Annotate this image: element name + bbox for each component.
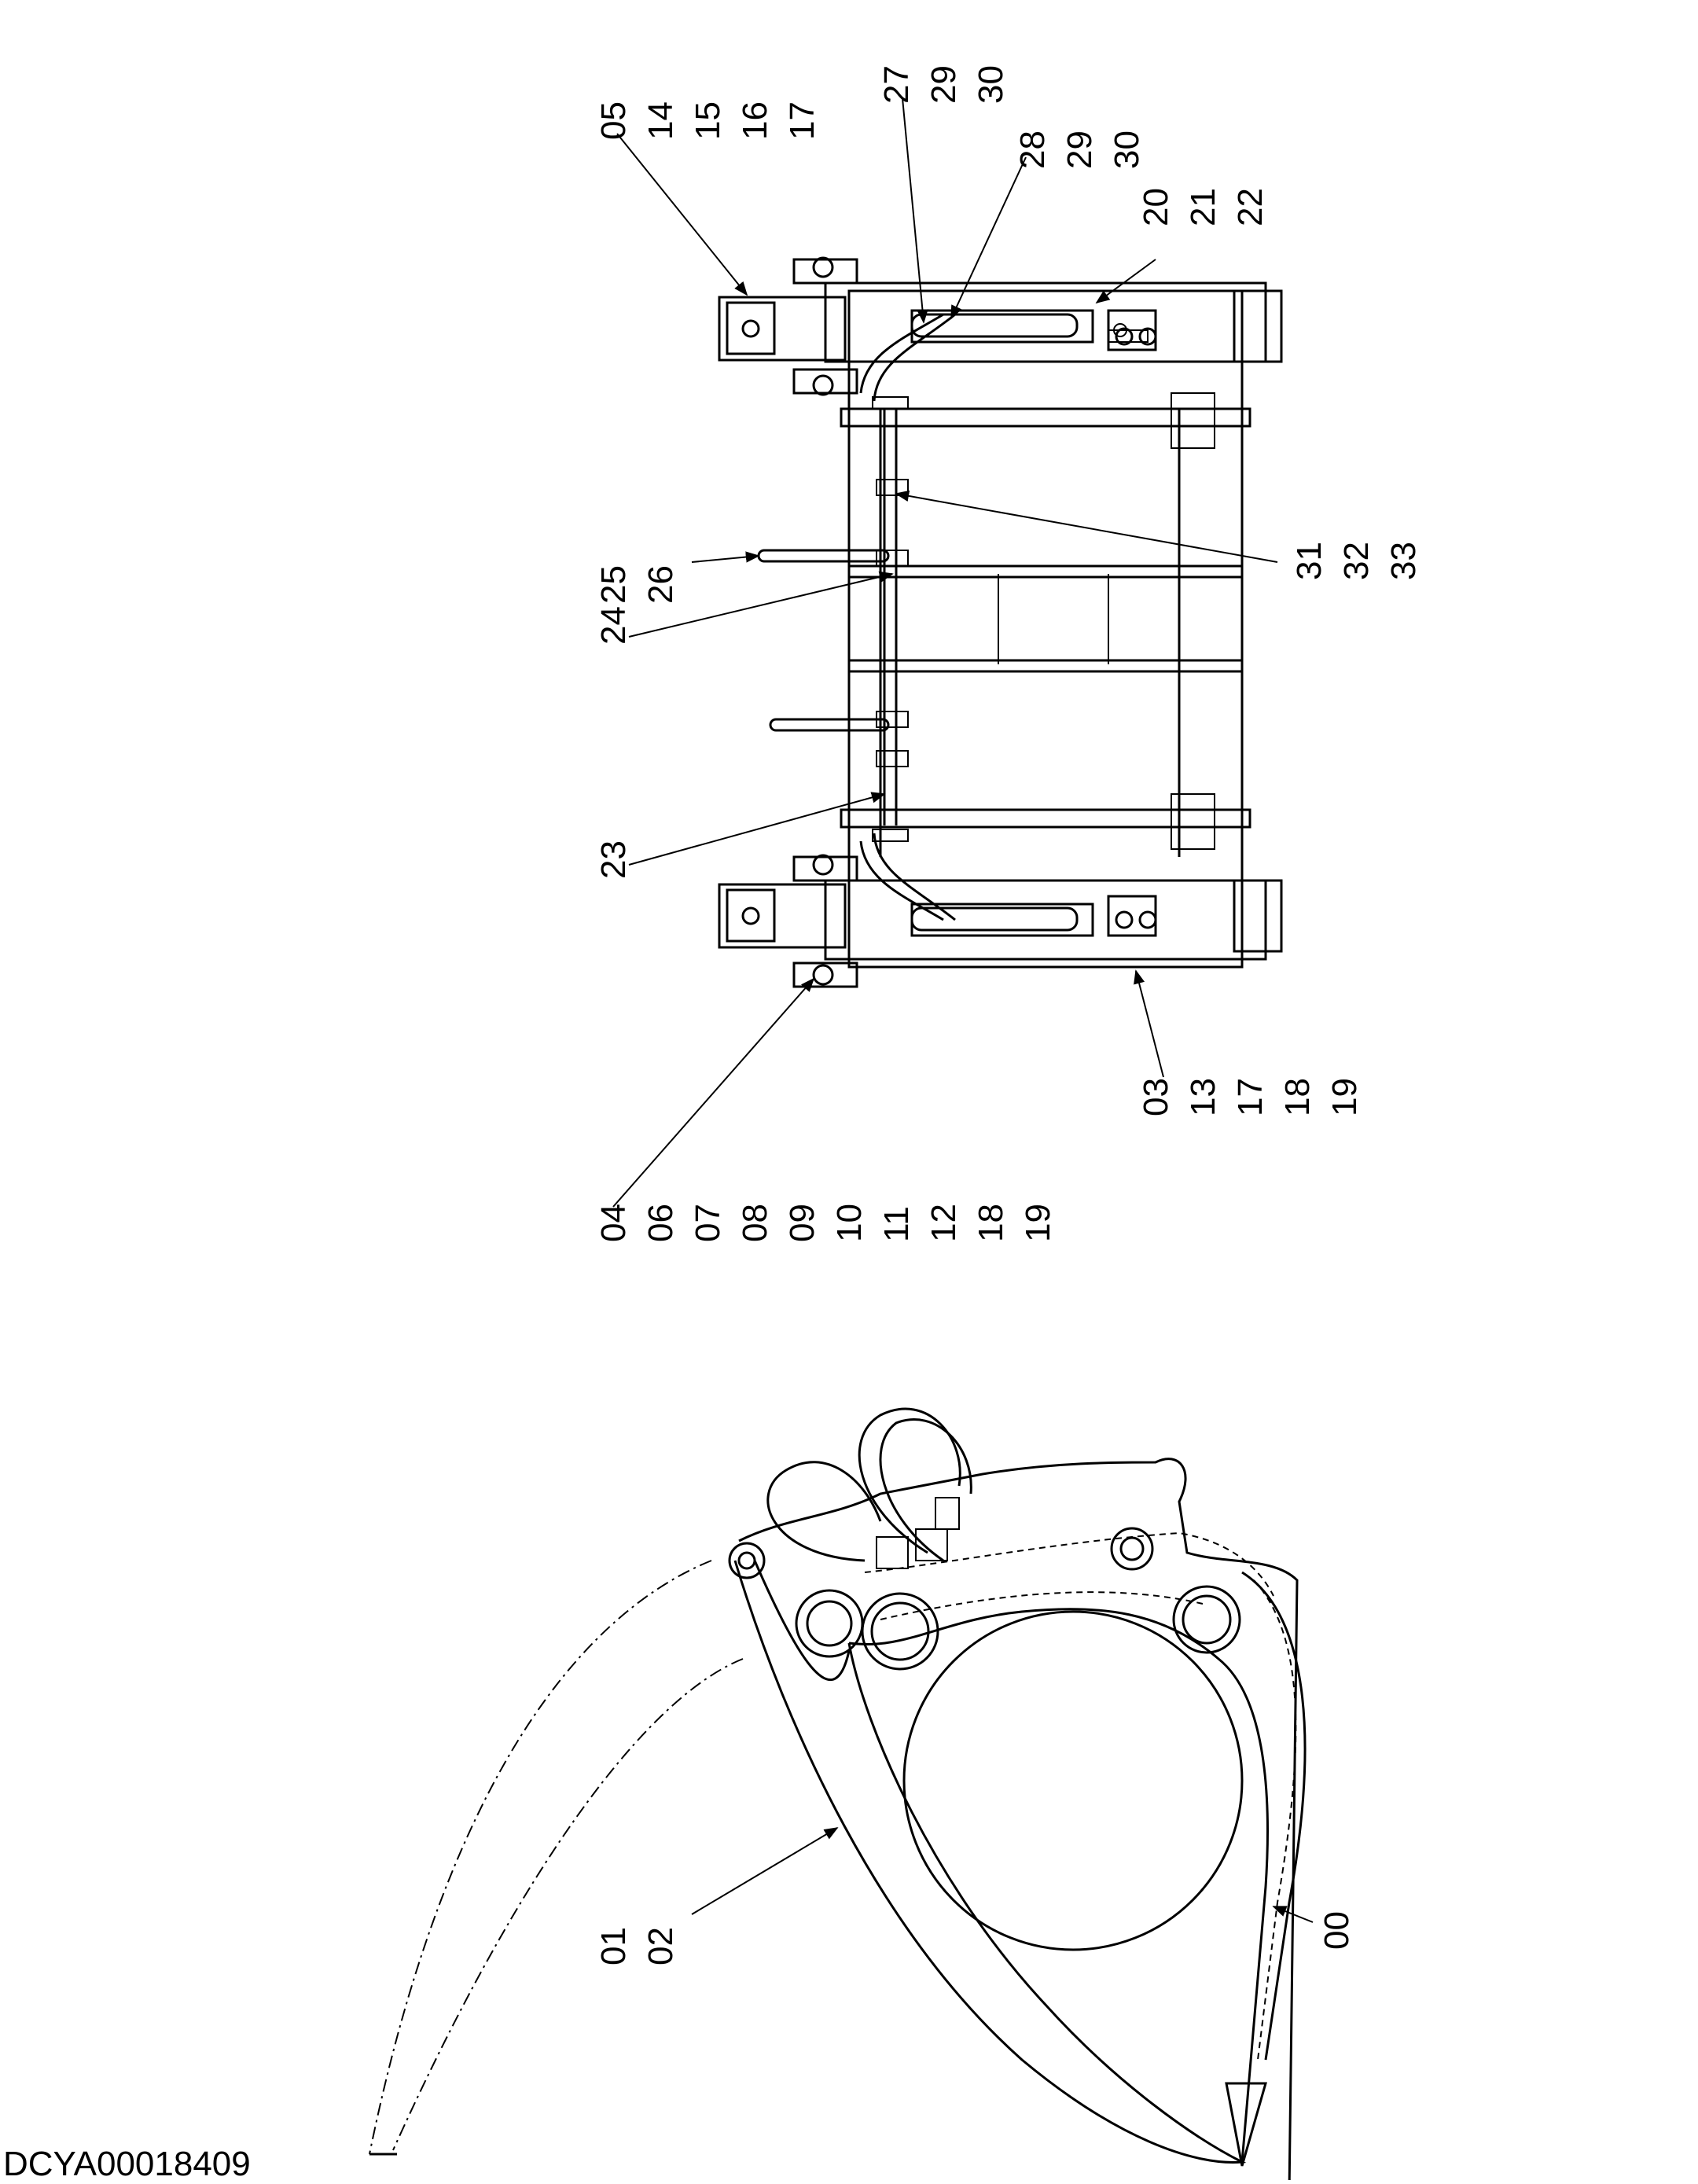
callout-num: 19: [1325, 1078, 1364, 1116]
cross-member: [840, 407, 1251, 428]
callout-num: 13: [1184, 1078, 1222, 1116]
callout-num: 22: [1231, 188, 1270, 226]
callout-01: 01 02: [594, 1927, 680, 1965]
callout-num: 20: [1137, 188, 1175, 226]
pin: [1110, 1527, 1154, 1571]
callout-num: 23: [594, 840, 633, 879]
callout-num: 24: [594, 606, 633, 645]
callout-num: 07: [689, 1204, 727, 1242]
bottom-end-plate: [824, 879, 1267, 961]
callout-num: 03: [1137, 1078, 1175, 1116]
eye-bracket-top: [718, 296, 847, 362]
drum: [902, 1610, 1244, 1951]
callout-num: 18: [1278, 1078, 1317, 1116]
callout-num: 19: [1019, 1204, 1057, 1242]
callout-num: 10: [830, 1204, 869, 1242]
jaw-body: [733, 1560, 1247, 2164]
hose-bottom: [859, 840, 944, 921]
tine-inner: [392, 1658, 744, 2151]
cross-member: [847, 659, 1244, 673]
callout-num: 17: [783, 101, 821, 140]
side-view-assembly: [369, 1407, 1307, 2180]
callout-num: 09: [783, 1204, 821, 1242]
handle-bottom: [769, 718, 890, 732]
callout-num: 27: [877, 65, 916, 104]
callout-num: 11: [877, 1206, 916, 1242]
top-view-assembly: [718, 256, 1283, 988]
callout-num: 29: [1060, 131, 1099, 169]
callout-num: 05: [594, 101, 633, 140]
callout-num: 25: [594, 565, 633, 604]
callout-23: 23: [594, 840, 633, 879]
callout-num: 04: [594, 1204, 633, 1242]
callout-num: 18: [972, 1204, 1010, 1242]
cross-member: [840, 808, 1251, 829]
cross-member: [847, 564, 1244, 579]
callout-27: 27 29 30: [877, 65, 1010, 104]
callout-num: 17: [1231, 1078, 1270, 1116]
side-hose: [766, 1461, 882, 1562]
document-code: DCYA00018409: [3, 2145, 251, 2183]
callout-num: 29: [924, 65, 963, 104]
tine-outer: [369, 1560, 712, 2155]
callout-00: 00: [1318, 1911, 1356, 1950]
callout-05: 05 14 15 16 17: [594, 101, 821, 140]
callout-num: 21: [1184, 188, 1222, 226]
tip: [1225, 2082, 1267, 2167]
callout-num: 00: [1318, 1911, 1356, 1950]
hose-top: [859, 313, 944, 394]
pin: [728, 1542, 766, 1579]
cutting-edge: [1241, 1571, 1307, 2061]
callout-24: 24: [594, 606, 633, 645]
callout-num: 31: [1290, 542, 1329, 580]
pin: [861, 1592, 939, 1671]
top-end-plate: [824, 281, 1267, 363]
callout-num: 15: [689, 101, 727, 140]
pin: [1172, 1585, 1241, 1654]
upper-housing: [738, 1458, 1299, 2180]
callout-25: 25 26: [594, 565, 680, 604]
callout-num: 26: [641, 565, 680, 604]
callout-num: 14: [641, 101, 680, 140]
leader-lines: [612, 97, 1314, 1923]
callout-num: 12: [924, 1204, 963, 1242]
callout-num: 02: [641, 1927, 680, 1965]
handle-top: [757, 549, 890, 563]
callout-20: 20 21 22: [1137, 188, 1270, 226]
callout-num: 30: [972, 65, 1010, 104]
callout-num: 01: [594, 1927, 633, 1965]
callout-num: 16: [736, 101, 774, 140]
callout-28: 28 29 30: [1013, 131, 1146, 169]
eye-bracket-bottom: [718, 883, 847, 949]
callout-num: 06: [641, 1204, 680, 1242]
callout-num: 33: [1384, 542, 1423, 580]
frame-outline: [847, 289, 1244, 969]
callout-03: 03 13 17 18 19: [1137, 1078, 1364, 1116]
callout-04: 04 06 07 08 09 10 11 12 18 19: [594, 1204, 1057, 1242]
callout-num: 30: [1108, 131, 1146, 169]
callout-31: 31 32 33: [1290, 542, 1423, 580]
callout-num: 08: [736, 1204, 774, 1242]
callout-num: 28: [1013, 131, 1052, 169]
callout-num: 32: [1337, 542, 1376, 580]
